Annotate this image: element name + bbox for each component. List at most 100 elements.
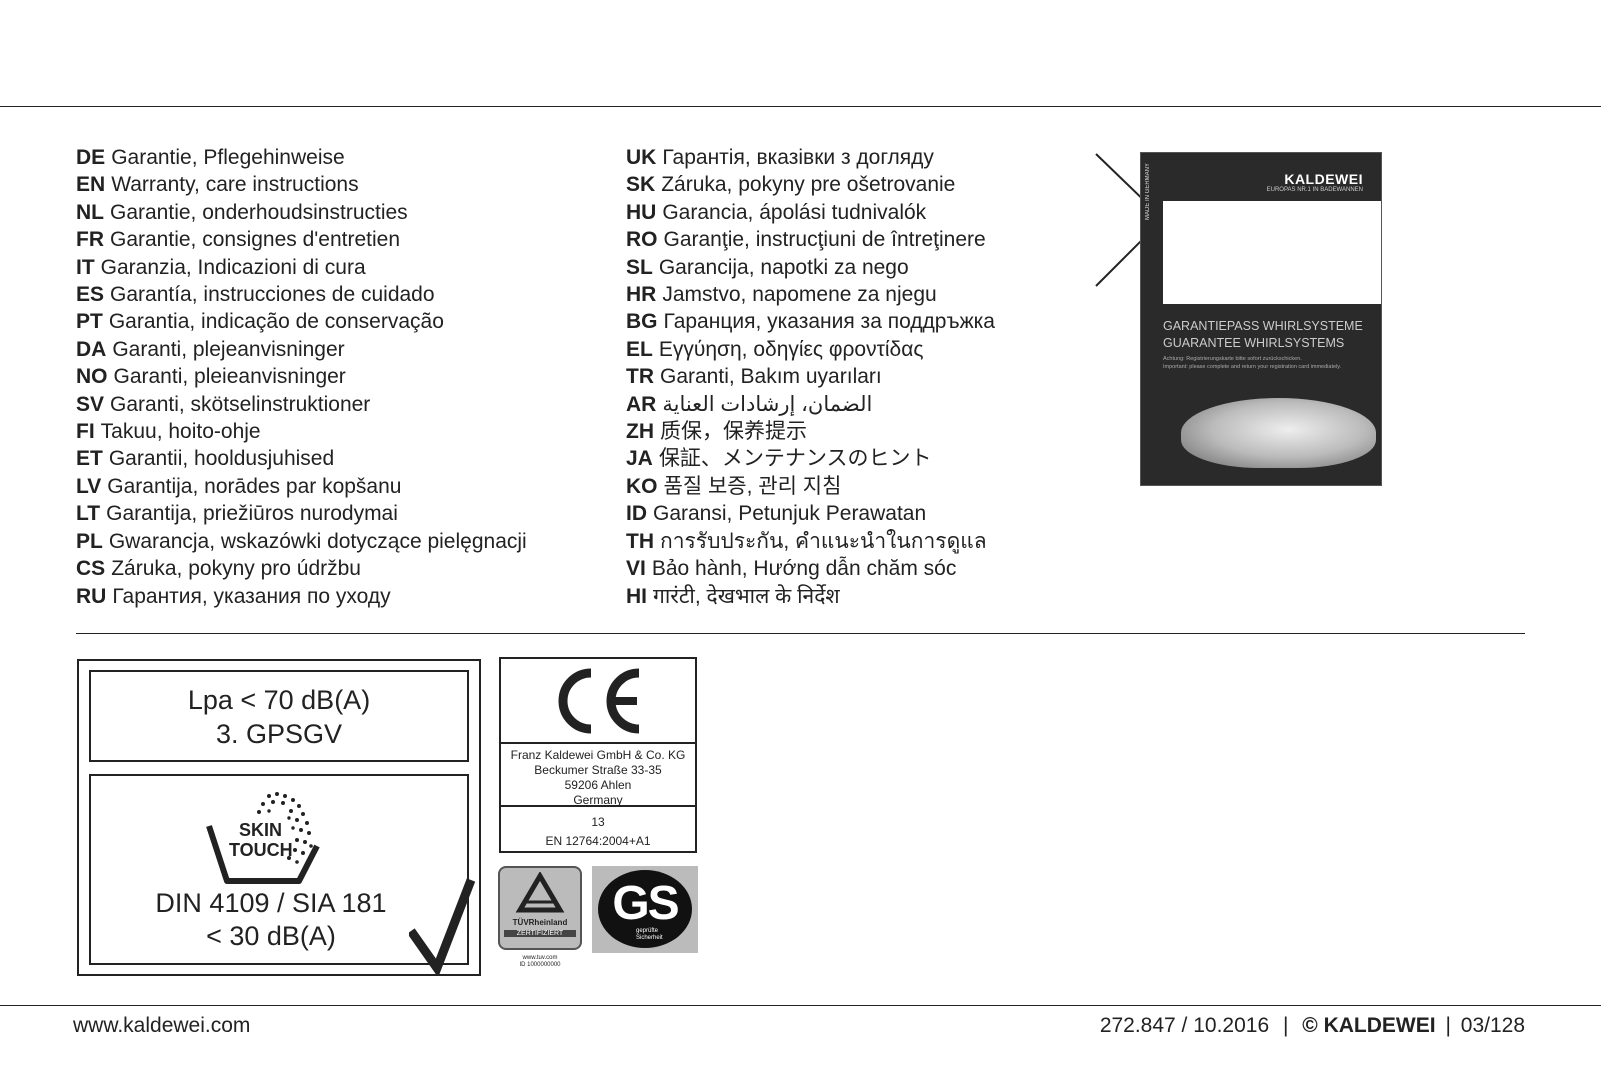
manufacturer-address: Franz Kaldewei GmbH & Co. KG Beckumer St…	[501, 744, 695, 807]
footer-meta: 272.847 / 10.2016 | © KALDEWEI | 03/128	[1100, 1014, 1525, 1038]
language-text: Garansi, Petunjuk Perawatan	[653, 502, 927, 526]
gs-letters: GS	[612, 877, 679, 930]
language-text: Garanti, plejeanvisninger	[112, 337, 345, 361]
footer-url[interactable]: www.kaldewei.com	[73, 1014, 251, 1037]
cover-vertical-text: MADE IN GERMANY	[1145, 163, 1151, 221]
cover-brand-sub: EUROPAS NR.1 IN BADEWANNEN	[1266, 187, 1363, 193]
language-code: RO	[626, 228, 658, 252]
company-country: Germany	[573, 793, 623, 807]
language-code: HU	[626, 200, 657, 224]
language-text: 保証、メンテナンスのヒント	[658, 447, 932, 471]
touch-label: TOUCH	[229, 840, 293, 860]
company-street: Beckumer Straße 33-35	[534, 763, 662, 777]
language-text: Garantie, Pflegehinweise	[111, 146, 345, 169]
language-code: SK	[626, 173, 656, 197]
footer-doc-number: 272.847 / 10.2016	[1099, 1014, 1270, 1037]
language-code: ZH	[626, 420, 654, 444]
language-text: Garanzia, Indicazioni di cura	[100, 255, 366, 279]
cover-note-en: Important: please complete and return yo…	[1163, 364, 1342, 370]
noise-regulation: 3. GPSGV	[215, 719, 343, 749]
tuv-url: www.tuv.com	[522, 955, 558, 961]
noise-level-box: Lpa < 70 dB(A) 3. GPSGV	[89, 670, 469, 762]
language-text: Garantia, indicação de conservação	[108, 310, 444, 334]
language-text: Bảo hành, Hướng dẫn chăm sóc	[651, 557, 957, 581]
language-text: Záruka, pokyny pro údržbu	[111, 557, 361, 581]
language-code: EL	[626, 337, 653, 361]
tuv-name: TÜVRheinland	[512, 918, 568, 927]
language-code: SV	[76, 392, 105, 416]
ce-mark-icon	[558, 668, 640, 734]
language-code: ET	[76, 447, 103, 471]
cover-title-en: GUARANTEE WHIRLSYSTEMS	[1163, 336, 1345, 350]
language-text: 质保，保养提示	[660, 420, 807, 444]
language-text: Takuu, hoito-ohje	[100, 420, 261, 444]
language-text: Garantía, instrucciones de cuidado	[110, 283, 435, 307]
language-code: HR	[626, 283, 657, 307]
top-rule	[0, 106, 1601, 107]
company-city: 59206 Ahlen	[564, 778, 632, 792]
language-text: Гарантія, вказівки з догляду	[662, 146, 934, 169]
language-code: NL	[76, 200, 104, 224]
tuv-triangle-icon	[515, 872, 565, 913]
language-text: Garanţie, instrucţiuni de întreţinere	[663, 228, 986, 252]
language-text: 품질 보증, 관리 지침	[663, 474, 842, 498]
language-code: HI	[626, 584, 647, 608]
language-text: गारंटी, देखभाल के निर्देश	[653, 584, 840, 608]
language-text: การรับประกัน, คำแนะนำในการดูแล	[660, 529, 987, 553]
language-code: IT	[76, 255, 95, 279]
gs-logo: GS geprüfte Sicherheit	[592, 866, 698, 953]
gs-sub1: geprüfte	[636, 928, 659, 934]
language-code: ES	[76, 283, 105, 307]
language-code: AR	[626, 392, 657, 416]
language-code: ID	[626, 502, 647, 526]
footer-page: 03/128	[1460, 1014, 1525, 1037]
middle-rule	[76, 633, 1525, 634]
language-text: Εγγύηση, οδηγίες φροντίδας	[658, 337, 924, 361]
language-text: Garantii, hooldusjuhised	[108, 447, 335, 471]
tuv-rheinland-logo: TÜVRheinland ZERTIFIZIERT	[498, 866, 582, 950]
language-text: Гаранция, указания за поддръжка	[663, 310, 995, 334]
checkmark-icon	[409, 878, 476, 976]
language-code: LT	[76, 502, 101, 526]
cover-title-de: GARANTIEPASS WHIRLSYSTEME	[1163, 319, 1363, 333]
language-text: Jamstvo, napomene za njegu	[662, 283, 937, 307]
language-text: Warranty, care instructions	[111, 173, 359, 197]
language-code: VI	[626, 557, 646, 581]
language-text: Garantija, priežiūros nurodymai	[106, 502, 398, 526]
language-code: NO	[76, 365, 108, 389]
language-code: SL	[626, 255, 653, 279]
company-name: Franz Kaldewei GmbH & Co. KG	[510, 748, 686, 762]
language-text: Garantie, onderhoudsinstructies	[110, 200, 408, 224]
language-code: UK	[626, 146, 657, 169]
gs-mark	[598, 870, 692, 948]
ce-declaration-box: Franz Kaldewei GmbH & Co. KG Beckumer St…	[499, 657, 697, 853]
skin-touch-icon: SKIN TOUCH	[206, 792, 320, 884]
noise-level: Lpa < 70 dB(A)	[187, 685, 371, 715]
language-code: EN	[76, 173, 106, 197]
language-code: FI	[76, 420, 95, 444]
language-code: DA	[76, 337, 107, 361]
language-code: CS	[76, 557, 106, 581]
